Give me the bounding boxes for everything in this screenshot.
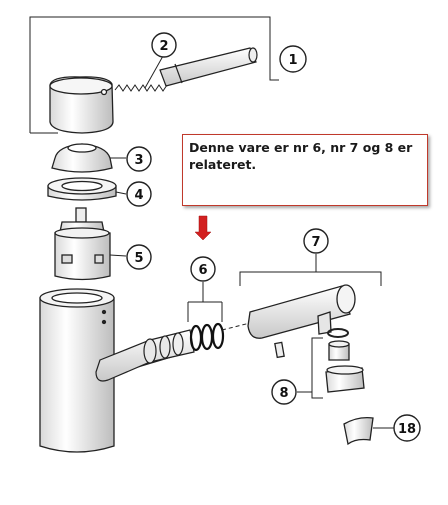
spout-head-part [247, 284, 356, 359]
callout-3: 3 [126, 146, 152, 172]
related-items-note: Denne vare er nr 6, nr 7 og 8 er relater… [182, 134, 428, 206]
leader-lines [109, 55, 164, 257]
svg-text:1: 1 [288, 53, 297, 68]
o-rings-part [189, 322, 225, 352]
callout-5: 5 [126, 244, 152, 270]
callout-1: 1 [279, 45, 307, 73]
svg-text:2: 2 [159, 39, 168, 54]
bracket-7 [239, 254, 382, 286]
svg-text:7: 7 [311, 235, 320, 250]
callout-4: 4 [126, 181, 152, 207]
cap-part [51, 143, 113, 173]
bracket-8 [297, 337, 323, 399]
lever-rod [159, 47, 258, 87]
callout-7: 7 [303, 228, 329, 254]
handle-bracket [29, 16, 279, 134]
aerator-parts [325, 328, 365, 393]
bracket-6 [187, 282, 223, 322]
svg-text:8: 8 [279, 386, 288, 401]
svg-text:6: 6 [198, 263, 207, 278]
nut-ring-part [47, 177, 117, 201]
svg-text:18: 18 [398, 422, 416, 437]
svg-text:5: 5 [134, 251, 143, 266]
svg-text:3: 3 [134, 153, 143, 168]
cover-part [343, 416, 374, 446]
assembly-axis [221, 322, 251, 331]
handle-knob [49, 76, 114, 134]
cartridge-part [54, 207, 111, 281]
svg-text:4: 4 [134, 188, 143, 203]
note-text: Denne vare er nr 6, nr 7 og 8 er relater… [189, 140, 413, 172]
red-arrow-icon [194, 215, 212, 241]
callout-8: 8 [271, 379, 297, 405]
callout-2: 2 [151, 32, 177, 58]
spring-part [114, 84, 168, 92]
callout-18: 18 [393, 414, 421, 442]
callout-6: 6 [190, 256, 216, 282]
